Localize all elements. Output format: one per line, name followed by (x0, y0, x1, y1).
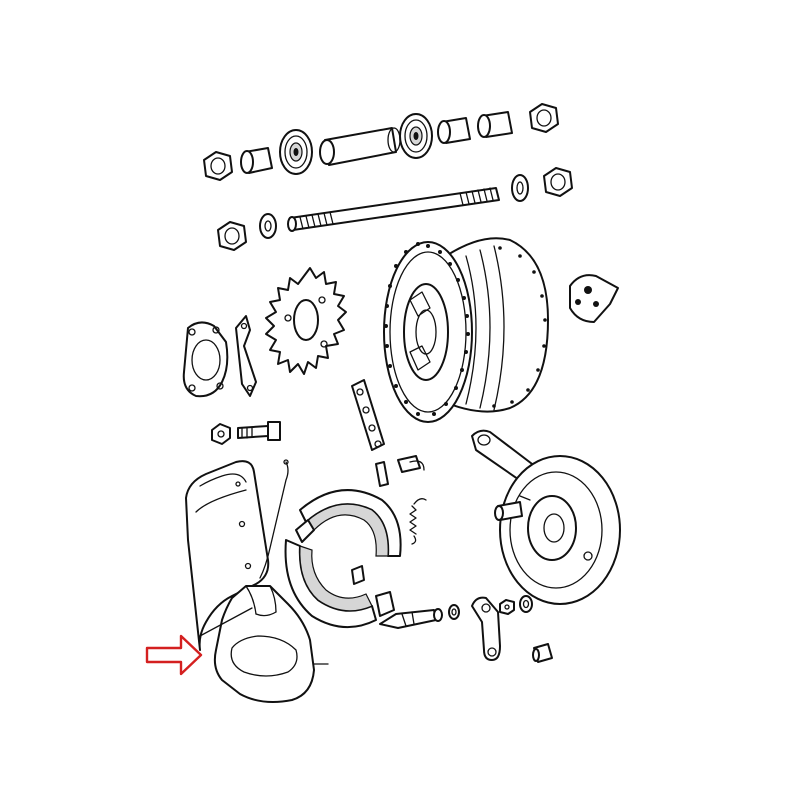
guard-support-rod (259, 459, 289, 579)
hex-nut-axle-right (543, 167, 573, 197)
rear-sprocket (265, 267, 347, 375)
rear-axle (287, 187, 500, 232)
wheel-hub-drum (383, 237, 549, 423)
hex-nut-top-right (529, 103, 559, 133)
hex-nut-top-left (203, 151, 233, 181)
washer-axle-left (259, 213, 277, 239)
spacer-bushing-middle (437, 117, 471, 144)
hex-nut-lever (499, 599, 515, 615)
hex-nut-small (211, 423, 231, 445)
brake-anchor-plate (471, 429, 621, 605)
ball-bearing-right (399, 113, 433, 159)
sprocket-flange-gasket (182, 321, 229, 398)
pointer-arrow (145, 634, 203, 676)
brake-return-spring (409, 498, 427, 545)
brake-lever (471, 596, 501, 661)
clevis-pin (532, 643, 553, 663)
spacer-bushing-right (477, 111, 513, 138)
chain-guard (185, 460, 270, 651)
drive-chain-segment (351, 379, 385, 451)
hex-nut-axle-left (217, 221, 247, 251)
spacer-bushing-left (240, 147, 273, 174)
lock-plate (235, 315, 257, 397)
brake-shoe-pair (284, 489, 402, 629)
brake-cam-pin (494, 501, 523, 521)
cam-plate (569, 274, 619, 323)
guard-clamp-strap (199, 585, 329, 703)
bolt (237, 421, 281, 441)
chain-master-link (375, 455, 425, 487)
ball-bearing-left (279, 129, 313, 175)
washer-cam (448, 604, 460, 620)
brake-cam (379, 608, 443, 629)
washer-axle-right (511, 174, 529, 202)
washer-lever (519, 595, 533, 613)
